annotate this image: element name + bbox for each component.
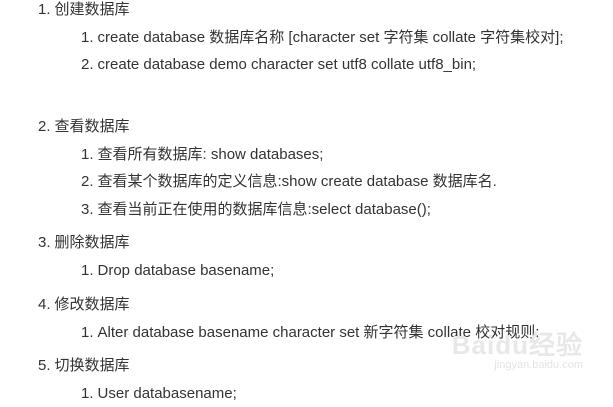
list-item-text: Drop database basename; — [94, 257, 568, 285]
list-number: 2. — [81, 168, 94, 196]
list-number: 3. — [81, 196, 94, 224]
watermark-logo: Baidu经验 — [452, 331, 583, 359]
list-item: 2.create database demo character set utf… — [0, 51, 613, 79]
list-item: 1.User databasename; — [0, 380, 613, 407]
list-item-text: 查看某个数据库的定义信息:show create database 数据库名. — [94, 168, 568, 196]
watermark-url: jingyan.baidu.com — [452, 359, 583, 371]
list-number: 1. — [81, 319, 94, 347]
list-item-text: 查看所有数据库: show databases; — [94, 141, 568, 169]
list-number: 2. — [38, 113, 51, 141]
list-item-text: 查看当前正在使用的数据库信息:select database(); — [94, 196, 568, 224]
list-number: 2. — [81, 51, 94, 79]
section-title: 创建数据库 — [51, 0, 525, 24]
list-number: 4. — [38, 291, 51, 319]
section-heading: 2.查看数据库 — [0, 113, 613, 141]
list-number: 3. — [38, 229, 51, 257]
list-item: 3.查看当前正在使用的数据库信息:select database(); — [0, 196, 613, 224]
list-item: 1.create database 数据库名称 [character set 字… — [0, 24, 613, 52]
baidu-watermark: Baidu经验 jingyan.baidu.com — [452, 331, 583, 371]
list-number: 1. — [81, 141, 94, 169]
section-title: 修改数据库 — [51, 291, 525, 319]
section-heading: 1.创建数据库 — [0, 0, 613, 24]
list-item-text: create database 数据库名称 [character set 字符集… — [94, 24, 568, 52]
list-item: 2.查看某个数据库的定义信息:show create database 数据库名… — [0, 168, 613, 196]
section-heading: 4.修改数据库 — [0, 291, 613, 319]
section-title: 删除数据库 — [51, 229, 525, 257]
list-number: 1. — [81, 257, 94, 285]
list-item: 1.Drop database basename; — [0, 257, 613, 285]
list-item-text: User databasename; — [94, 380, 568, 407]
list-number: 1. — [81, 24, 94, 52]
list-number: 1. — [81, 380, 94, 407]
section-heading: 3.删除数据库 — [0, 229, 613, 257]
section-title: 查看数据库 — [51, 113, 525, 141]
list-item-text: create database demo character set utf8 … — [94, 51, 568, 79]
list-number: 1. — [38, 0, 51, 24]
list-number: 5. — [38, 352, 51, 380]
list-item: 1.查看所有数据库: show databases; — [0, 141, 613, 169]
